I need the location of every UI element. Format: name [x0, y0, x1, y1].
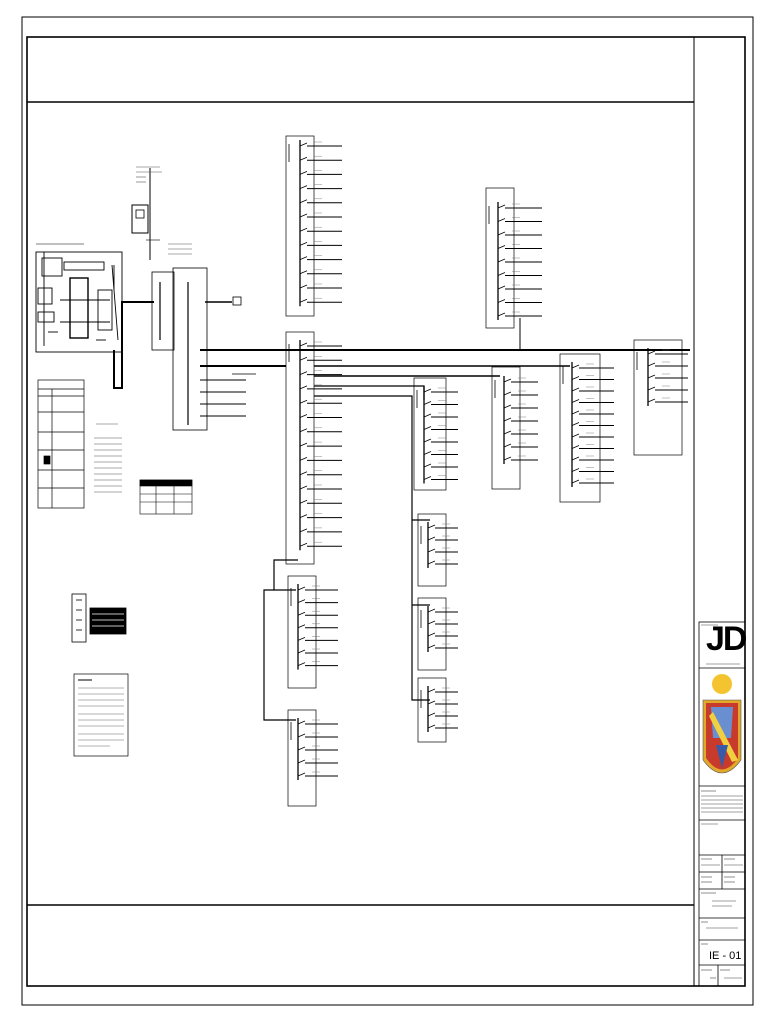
- panel-board-2: [285, 331, 342, 565]
- specification-notes: [94, 423, 122, 493]
- panel-board-4: [413, 377, 458, 491]
- firm-logo: JD: [706, 620, 747, 658]
- grounding-detail: [71, 593, 127, 643]
- main-feeder: [113, 168, 160, 389]
- shield-emblem-icon: [702, 674, 742, 774]
- panel-board-1: [285, 135, 342, 317]
- title-block: [698, 621, 746, 987]
- sheet-border: [21, 16, 754, 1006]
- panel-boards: [285, 135, 688, 807]
- sheet-number: IE - 01: [709, 950, 742, 962]
- panel-board-9: [417, 597, 458, 671]
- panel-board-7: [633, 339, 688, 456]
- load-table: [139, 479, 193, 515]
- panel-board-5: [491, 366, 538, 490]
- main-distribution-board: [151, 267, 286, 431]
- panel-board-6: [559, 353, 614, 503]
- panel-board-3: [485, 187, 542, 329]
- panel-board-8: [417, 513, 458, 587]
- legend-table: [37, 379, 85, 509]
- note-lines-top: [136, 166, 192, 255]
- notes-box: [73, 673, 129, 757]
- meter-detail: [35, 243, 123, 353]
- panel-board-10: [417, 677, 458, 743]
- title-block-text-lines: [701, 624, 743, 979]
- panel-board-11: [287, 575, 338, 689]
- panel-board-12: [287, 709, 338, 807]
